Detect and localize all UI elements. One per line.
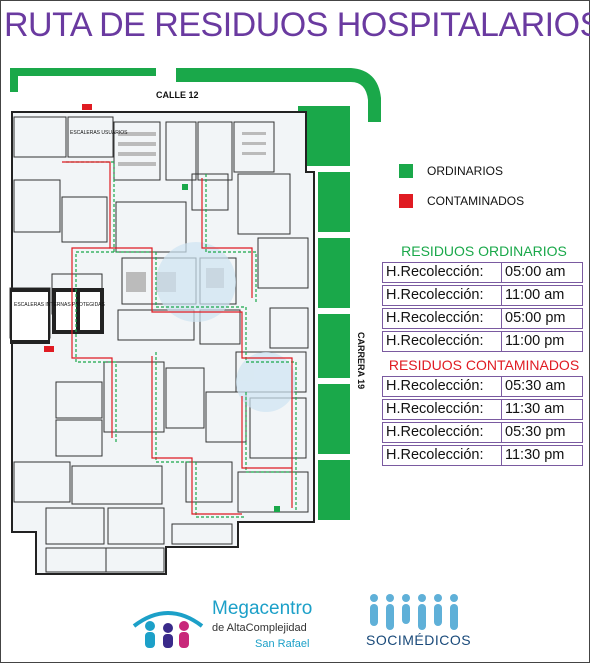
legend-item-ordinarios: ORDINARIOS <box>399 160 579 182</box>
schedule-row-time: 11:30 am <box>505 401 565 417</box>
schedule-row: H.Recolección:11:30 am <box>382 399 583 420</box>
route-markers <box>44 104 280 512</box>
street-label-right: CARRERA 19 <box>356 332 366 389</box>
schedule-row-label: H.Recolección: <box>383 446 502 465</box>
legend-swatch-ordinarios <box>399 164 413 178</box>
schedule-row-time: 05:30 am <box>505 378 566 394</box>
stairs-white-3 <box>80 292 100 330</box>
schedule-row: H.Recolección:11:00 am <box>382 285 583 306</box>
schedule-row-time: 11:00 am <box>505 287 565 303</box>
page-title: RUTA DE RESIDUOS HOSPITALARIOS <box>4 6 590 44</box>
route-contaminados <box>62 161 293 515</box>
label-escaleras-usuarios: ESCALERAS USUARIOS <box>70 130 128 136</box>
schedule-row: H.Recolección:05:30 pm <box>382 422 583 443</box>
socimedicos-logo-icon <box>370 594 458 630</box>
schedule-row: H.Recolección:05:00 pm <box>382 308 583 329</box>
schedule-ordinarios: RESIDUOS ORDINARIOS H.Recolección:05:00 … <box>382 243 586 354</box>
stairs-white-2 <box>56 292 76 330</box>
megacentro-subtitle: de AltaComplejidad <box>212 622 307 634</box>
schedule-title-ordinarios: RESIDUOS ORDINARIOS <box>401 243 567 259</box>
schedule-row-time: 05:00 pm <box>505 310 566 326</box>
socimedicos-name: SOCIMÉDICOS <box>366 632 472 648</box>
schedule-row-label: H.Recolección: <box>383 400 502 419</box>
schedule-row: H.Recolección:05:00 am <box>382 262 583 283</box>
legend-swatch-contaminados <box>399 194 413 208</box>
schedule-row-label: H.Recolección: <box>383 332 502 351</box>
schedule-row: H.Recolección:05:30 am <box>382 376 583 397</box>
building-outline <box>11 111 315 575</box>
street-label-top: CALLE 12 <box>156 90 199 100</box>
schedule-row-label: H.Recolección: <box>383 286 502 305</box>
green-lot-2 <box>318 172 350 232</box>
legend: ORDINARIOS CONTAMINADOS <box>399 160 579 220</box>
stairs-white-1 <box>12 292 48 340</box>
schedule-row: H.Recolección:11:00 pm <box>382 331 583 352</box>
legend-item-contaminados: CONTAMINADOS <box>399 190 579 212</box>
footer-logos: Megacentro de AltaComplejidad San Rafael… <box>130 592 580 658</box>
megacentro-logo-icon <box>132 611 204 648</box>
legend-label-contaminados: CONTAMINADOS <box>427 194 525 208</box>
schedule-row-label: H.Recolección: <box>383 377 502 396</box>
floor-plan-map: CALLE 12 CARRERA 19 <box>9 68 381 575</box>
green-lot-4 <box>318 314 350 378</box>
megacentro-name: Megacentro <box>212 598 313 619</box>
street-border-top <box>10 68 156 92</box>
schedule-row-time: 05:00 am <box>505 264 566 280</box>
legend-label-ordinarios: ORDINARIOS <box>427 164 504 178</box>
street-border-curve <box>176 68 381 122</box>
green-lot-6 <box>318 460 350 520</box>
schedule-row-label: H.Recolección: <box>383 423 502 442</box>
green-lot-3 <box>318 238 350 308</box>
schedule-row-time: 05:30 pm <box>505 424 566 440</box>
label-escaleras-internas: ESCALERAS INTERNAS PROTEGIDAS <box>14 302 106 308</box>
schedule-title-contaminados: RESIDUOS CONTAMINADOS <box>388 357 580 373</box>
schedule-row-time: 11:00 pm <box>505 333 565 349</box>
schedule-row-label: H.Recolección: <box>383 263 502 282</box>
green-lot-5 <box>318 384 350 454</box>
schedule-row: H.Recolección:11:30 pm <box>382 445 583 466</box>
schedule-row-time: 11:30 pm <box>505 447 565 463</box>
megacentro-place: San Rafael <box>255 638 310 650</box>
schedule-contaminados: RESIDUOS CONTAMINADOS H.Recolección:05:3… <box>382 357 586 468</box>
route-ordinarios <box>66 161 297 518</box>
schedule-row-label: H.Recolección: <box>383 309 502 328</box>
watermark <box>156 242 296 412</box>
